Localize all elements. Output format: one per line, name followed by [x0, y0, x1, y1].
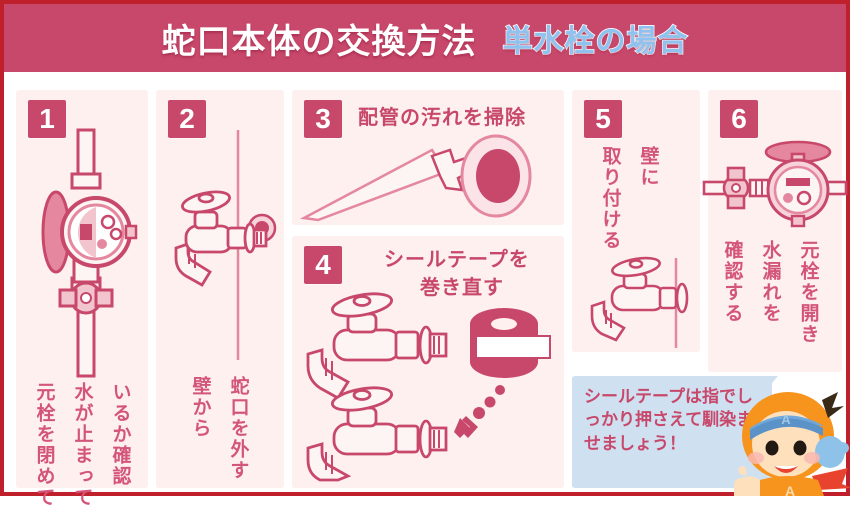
mascot-character: A A	[726, 386, 850, 499]
step-caption-6c: 確認する	[718, 240, 746, 324]
caption-col: 確認する	[721, 240, 743, 324]
step-number-badge-5: 5	[584, 100, 622, 138]
step-caption-2: 壁から	[186, 376, 214, 439]
caption-col: 元栓を閉めて	[33, 382, 55, 508]
pipe-cleaning-illustration	[300, 134, 532, 222]
caption-col: 壁に	[637, 146, 659, 188]
step-caption-6: 元栓を開き	[794, 240, 822, 345]
tip-text: シールテープは指でしっかり押さえて馴染ませましょう！	[584, 387, 754, 453]
step-caption-1: 元栓を閉めて	[30, 382, 58, 508]
step-heading-3: 配管の汚れを掃除	[358, 107, 526, 129]
caption-col: 元栓を開き	[797, 240, 819, 345]
step-panel-5: 5 取り付ける 壁に	[572, 90, 700, 352]
step-number-badge-1: 1	[28, 100, 66, 138]
water-meter-illustration	[41, 128, 138, 378]
faucet-removal-illustration	[174, 130, 277, 360]
step-number-badge-3: 3	[304, 100, 342, 138]
step-number-badge-4: 4	[304, 246, 342, 284]
caption-col: 壁から	[189, 376, 211, 439]
step-panel-2: 2 壁から	[156, 90, 284, 488]
step-caption-5: 取り付ける	[596, 146, 624, 251]
step-heading-4b: 巻き直す	[420, 277, 504, 299]
caption-col: 取り付ける	[599, 146, 621, 251]
step-panel-6: 6	[702, 90, 848, 372]
svg-text:A: A	[781, 412, 791, 427]
step-heading-4a: シールテープを	[384, 249, 530, 271]
step-caption-2b: 蛇口を外す	[224, 376, 252, 481]
svg-text:A: A	[785, 483, 795, 499]
page-title: 蛇口本体の交換方法	[161, 22, 477, 61]
faucet-mounted-illustration	[590, 256, 689, 348]
caption-col: 水が止まって	[71, 382, 93, 508]
poster-header: 蛇口本体の交換方法 単水栓の場合	[4, 4, 846, 72]
step-panel-3: 3 配管の汚れを掃除	[292, 90, 564, 225]
step-panel-4: 4 シールテープを 巻き直す	[292, 236, 564, 488]
step-caption-5b: 壁に	[634, 146, 662, 188]
step-number-badge-2: 2	[168, 100, 206, 138]
step-panel-1: 1	[16, 90, 148, 508]
step-caption-1b: 水が止まって	[68, 382, 96, 508]
caption-col: 水漏れを	[759, 240, 781, 324]
step-number-badge-6: 6	[720, 100, 758, 138]
step-caption-6b: 水漏れを	[756, 240, 784, 324]
faucet-pair-illustration	[306, 292, 448, 482]
page-subtitle: 単水栓の場合	[502, 24, 689, 59]
water-meter-open-illustration	[702, 140, 848, 228]
seal-tape-roll-illustration	[454, 308, 551, 438]
step-caption-1c: いるか確認	[106, 382, 134, 487]
caption-col: 蛇口を外す	[227, 376, 249, 481]
caption-col: いるか確認	[109, 382, 131, 487]
